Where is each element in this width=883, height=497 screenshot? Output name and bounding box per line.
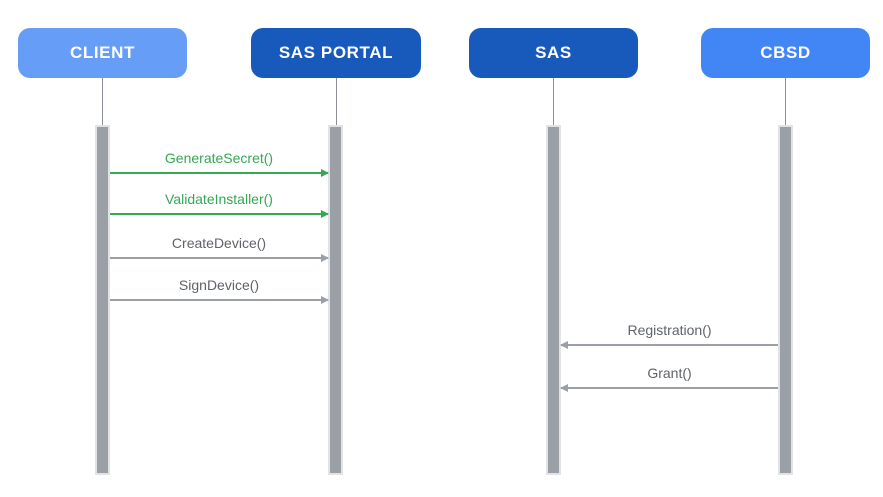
message-label: SignDevice()	[178, 277, 260, 293]
actor-box-client: CLIENT	[18, 28, 187, 78]
message-grant: Grant()	[560, 365, 778, 392]
message-sign-device: SignDevice()	[110, 277, 329, 304]
message-arrow-line	[561, 344, 778, 346]
message-registration: Registration()	[560, 322, 778, 349]
message-arrow-line	[110, 299, 328, 301]
message-label: Grant()	[647, 365, 692, 381]
lifeline-stem-client	[101, 78, 103, 125]
lifeline-stem-sas	[552, 78, 554, 125]
arrowhead-left-icon	[560, 340, 568, 349]
message-create-device: CreateDevice()	[110, 235, 329, 262]
message-arrow-line	[110, 172, 328, 174]
lifeline-stem-cbsd	[784, 78, 786, 125]
message-generate-secret: GenerateSecret()	[110, 150, 329, 177]
actor-box-cbsd: CBSD	[701, 28, 870, 78]
message-arrow-line	[110, 257, 328, 259]
message-label: ValidateInstaller()	[165, 191, 273, 207]
activation-bar-cbsd	[778, 125, 793, 475]
actor-box-sas: SAS	[469, 28, 638, 78]
message-label: CreateDevice()	[171, 235, 267, 251]
actor-label-cbsd: CBSD	[760, 43, 811, 62]
activation-bar-sas	[546, 125, 561, 475]
activation-bar-client	[95, 125, 110, 475]
actor-label-sas: SAS	[535, 43, 572, 62]
actor-label-client: CLIENT	[70, 43, 135, 62]
message-arrow-line	[561, 387, 778, 389]
arrowhead-right-icon	[321, 253, 329, 262]
arrowhead-right-icon	[321, 209, 329, 218]
message-arrow-line	[110, 213, 328, 215]
message-validate-installer: ValidateInstaller()	[110, 191, 329, 218]
arrowhead-right-icon	[321, 295, 329, 304]
actor-label-sas-portal: SAS PORTAL	[278, 43, 394, 62]
arrowhead-left-icon	[560, 383, 568, 392]
actor-box-sas-portal: SAS PORTAL	[251, 28, 421, 78]
arrowhead-right-icon	[321, 168, 329, 177]
lifeline-stem-sas-portal	[335, 78, 337, 125]
activation-bar-sas-portal	[328, 125, 343, 475]
message-label: GenerateSecret()	[164, 150, 274, 166]
message-label: Registration()	[627, 322, 712, 338]
